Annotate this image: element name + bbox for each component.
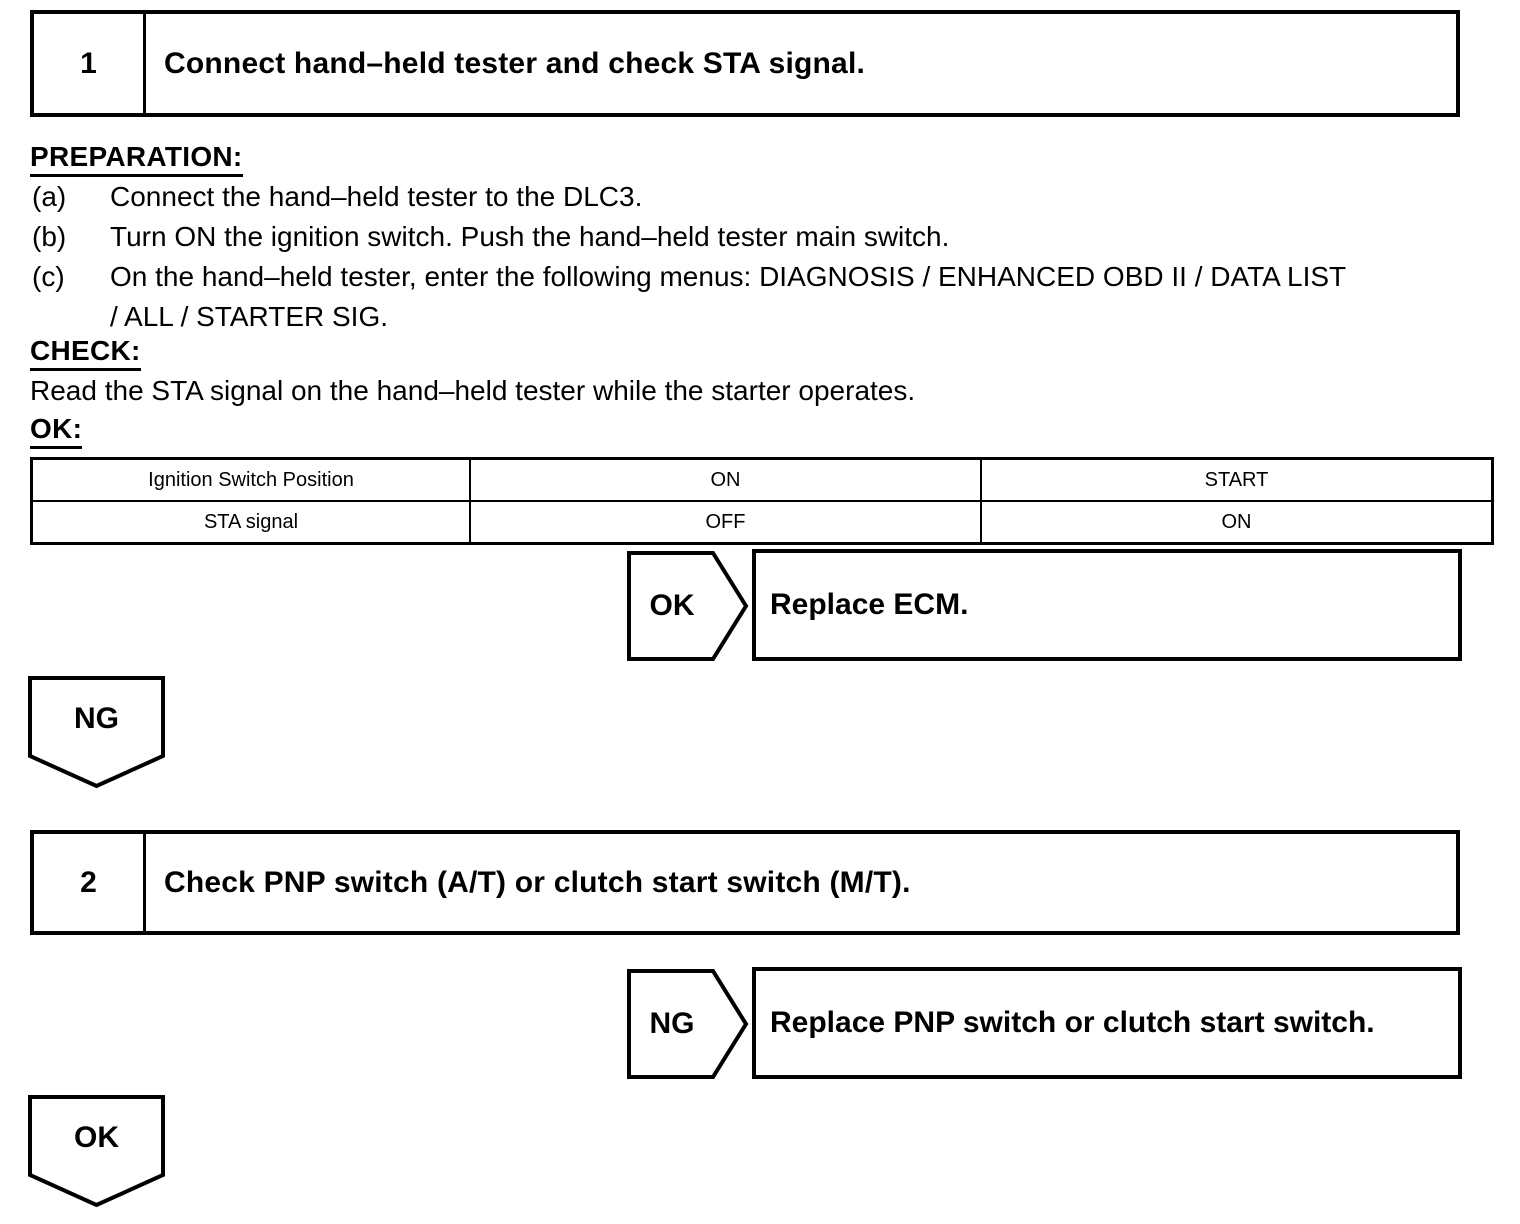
table-cell-start: START: [980, 457, 1494, 502]
ok-heading: OK:: [30, 415, 83, 449]
item-label: (b): [32, 221, 67, 252]
step-1-box: 1 Connect hand–held tester and check STA…: [30, 10, 1460, 117]
ng-connector-label: NG: [74, 702, 119, 735]
right-arrow-pentagon-icon: [627, 969, 749, 1079]
check-heading: CHECK:: [30, 337, 141, 371]
ng-branch-tag: NG: [627, 969, 749, 1079]
preparation-heading: PREPARATION:: [30, 143, 243, 177]
preparation-item-b: (b) Turn ON the ignition switch. Push th…: [32, 217, 1464, 257]
down-arrow-banner-icon: [28, 676, 165, 788]
table-cell-ignition-switch-position: Ignition Switch Position: [30, 457, 471, 502]
item-text: Connect the hand–held tester to the DLC3…: [110, 181, 643, 212]
replace-ecm-text: Replace ECM.: [770, 588, 969, 621]
step-2-number: 2: [34, 834, 146, 931]
table-cell-on: ON: [980, 500, 1494, 545]
ng-branch-label: NG: [649, 1007, 695, 1040]
check-text: Read the STA signal on the hand–held tes…: [30, 375, 916, 406]
preparation-item-c: (c) On the hand–held tester, enter the f…: [32, 257, 1464, 337]
ok-branch-label: OK: [649, 589, 695, 622]
step-1-number: 1: [34, 14, 146, 113]
replace-pnp-switch-box: Replace PNP switch or clutch start switc…: [752, 967, 1462, 1079]
item-text: Turn ON the ignition switch. Push the ha…: [110, 221, 950, 252]
item-label: (a): [32, 181, 67, 212]
preparation-item-a: (a) Connect the hand–held tester to the …: [32, 177, 1464, 217]
item-label: (c): [32, 261, 65, 292]
ng-connector: NG: [28, 676, 165, 788]
table-cell-on: ON: [469, 457, 982, 502]
ok-connector: OK: [28, 1095, 165, 1207]
table-cell-sta-signal: STA signal: [30, 500, 471, 545]
replace-pnp-switch-text: Replace PNP switch or clutch start switc…: [770, 1006, 1375, 1039]
step-2-title: Check PNP switch (A/T) or clutch start s…: [164, 865, 911, 899]
step-2-box: 2 Check PNP switch (A/T) or clutch start…: [30, 830, 1460, 935]
table-row: STA signal OFF ON: [30, 500, 1494, 545]
right-arrow-pentagon-icon: [627, 551, 749, 661]
replace-ecm-box: Replace ECM.: [752, 549, 1462, 661]
ok-branch-tag: OK: [627, 551, 749, 661]
table-cell-off: OFF: [469, 500, 982, 545]
preparation-list: (a) Connect the hand–held tester to the …: [32, 177, 1464, 337]
sta-signal-table: Ignition Switch Position ON START STA si…: [30, 457, 1494, 545]
step-1-title: Connect hand–held tester and check STA s…: [164, 46, 866, 80]
item-text: On the hand–held tester, enter the follo…: [110, 261, 1347, 332]
table-row: Ignition Switch Position ON START: [30, 457, 1494, 502]
ok-connector-label: OK: [74, 1121, 119, 1154]
down-arrow-banner-icon: [28, 1095, 165, 1207]
